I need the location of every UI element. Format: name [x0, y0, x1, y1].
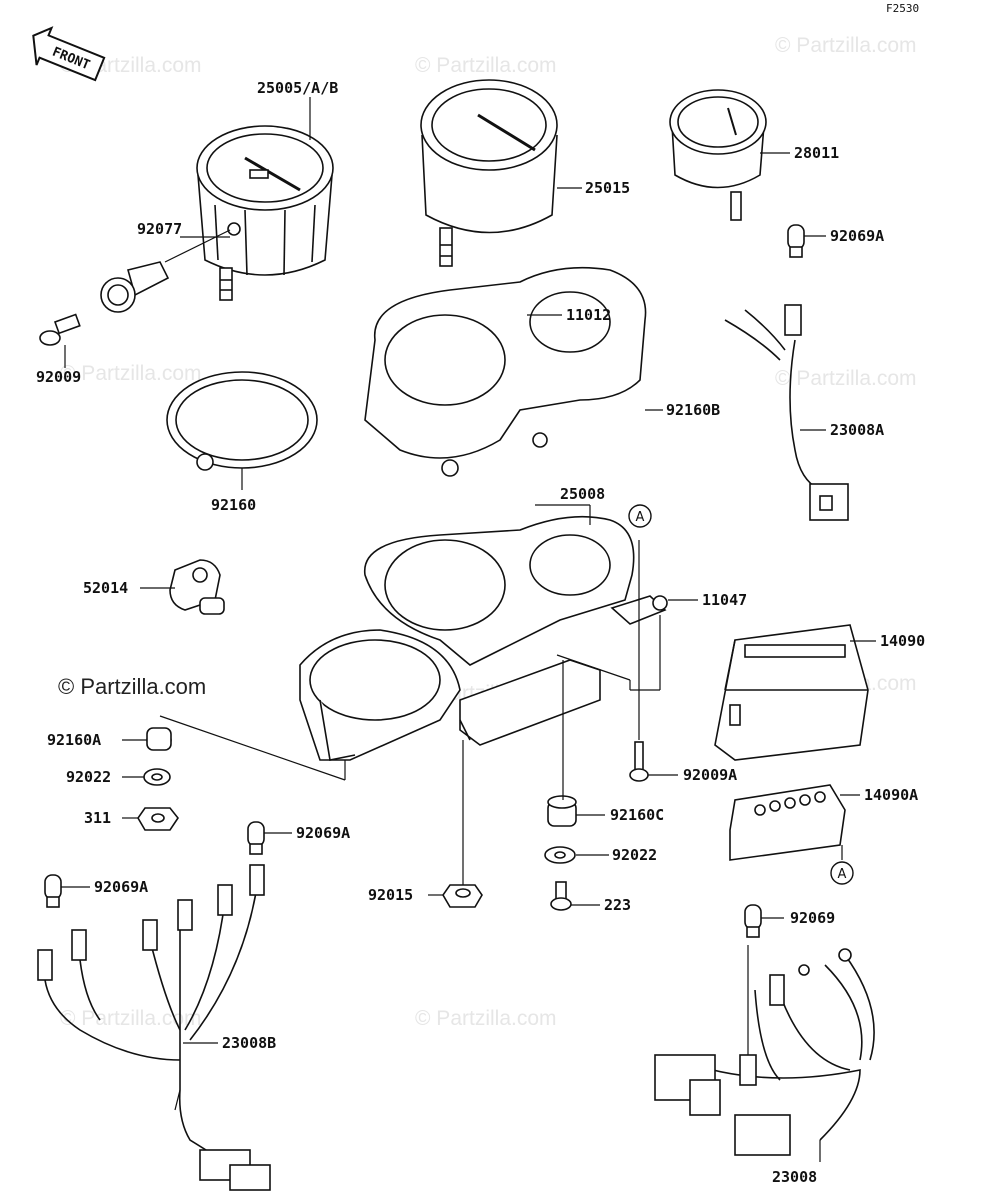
part-label-92022-right[interactable]: 92022 [612, 846, 657, 864]
part-label-23008B[interactable]: 23008B [222, 1034, 276, 1052]
damper-drawing [146, 727, 172, 751]
part-label-223[interactable]: 223 [604, 896, 631, 914]
part-label-11047[interactable]: 11047 [702, 591, 747, 609]
bezel-ring-drawing [166, 371, 318, 471]
wiring-harness-b-drawing [37, 864, 271, 1191]
tachometer-drawing [420, 79, 558, 267]
meter-cover-drawing [364, 266, 647, 477]
part-label-25008[interactable]: 25008 [560, 485, 605, 503]
nut-92015-drawing [442, 884, 483, 908]
leader-lines [61, 97, 876, 1162]
damper-c-drawing [547, 795, 577, 827]
part-label-92077[interactable]: 92077 [137, 220, 182, 238]
reset-knob-drawing [100, 261, 170, 313]
washer-drawing [143, 768, 171, 786]
part-label-23008A[interactable]: 23008A [830, 421, 884, 439]
part-label-23008[interactable]: 23008 [772, 1168, 817, 1186]
part-label-311[interactable]: 311 [84, 809, 111, 827]
indicator-panel-drawing [714, 624, 869, 761]
part-labels: 25005/A/B 25015 28011 92077 92069A 92009… [36, 79, 925, 1186]
watermark: © Partzilla.com [415, 1007, 557, 1030]
part-label-92160[interactable]: 92160 [211, 496, 256, 514]
part-label-92009[interactable]: 92009 [36, 368, 81, 386]
wiring-harness-a-drawing [724, 304, 849, 521]
temperature-gauge-drawing [669, 89, 767, 221]
part-label-92022-left[interactable]: 92022 [66, 768, 111, 786]
part-label-92069A-left[interactable]: 92069A [94, 878, 148, 896]
part-label-14090A[interactable]: 14090A [864, 786, 918, 804]
speed-sensor-drawing [169, 559, 225, 615]
wiring-harness-drawing [654, 948, 875, 1156]
part-label-92069A-mid[interactable]: 92069A [296, 824, 350, 842]
watermark: © Partzilla.com [775, 34, 917, 57]
meter-case-drawing [299, 515, 635, 761]
speedometer-drawing [196, 125, 334, 301]
screw-223-drawing [550, 881, 572, 911]
screw-drawing [39, 313, 81, 346]
drawings [37, 79, 875, 1191]
part-label-25005[interactable]: 25005/A/B [257, 79, 338, 97]
svg-text:A: A [838, 867, 847, 882]
svg-text:A: A [636, 510, 645, 525]
part-label-92160A[interactable]: 92160A [47, 731, 101, 749]
front-arrow-icon: FRONT [32, 26, 106, 82]
part-label-92069[interactable]: 92069 [790, 909, 835, 927]
copyright-text: © Partzilla.com [58, 674, 206, 699]
indicator-socket-drawing [729, 784, 846, 861]
part-label-92160B[interactable]: 92160B [666, 401, 720, 419]
part-label-28011[interactable]: 28011 [794, 144, 839, 162]
nut-drawing [137, 807, 179, 831]
figure-code: F2530 [886, 2, 919, 15]
watermark: © Partzilla.com [775, 367, 917, 390]
part-label-92160C[interactable]: 92160C [610, 806, 664, 824]
part-label-25015[interactable]: 25015 [585, 179, 630, 197]
washer-right-drawing [544, 846, 576, 864]
screw-a-drawing [629, 741, 649, 782]
bulb-drawing [44, 874, 62, 908]
part-label-92015[interactable]: 92015 [368, 886, 413, 904]
bulb-drawing [787, 224, 805, 258]
part-label-92069A[interactable]: 92069A [830, 227, 884, 245]
watermark: © Partzilla.com [415, 54, 557, 77]
part-label-52014[interactable]: 52014 [83, 579, 128, 597]
part-label-11012[interactable]: 11012 [566, 306, 611, 324]
part-label-92009A[interactable]: 92009A [683, 766, 737, 784]
ref-marker-bottom: A [830, 861, 854, 885]
ref-marker-top: A [628, 504, 652, 528]
bulb-drawing [247, 821, 265, 855]
bulb-drawing [744, 904, 762, 938]
watermark: © Partzilla.com [60, 362, 202, 385]
part-label-14090[interactable]: 14090 [880, 632, 925, 650]
